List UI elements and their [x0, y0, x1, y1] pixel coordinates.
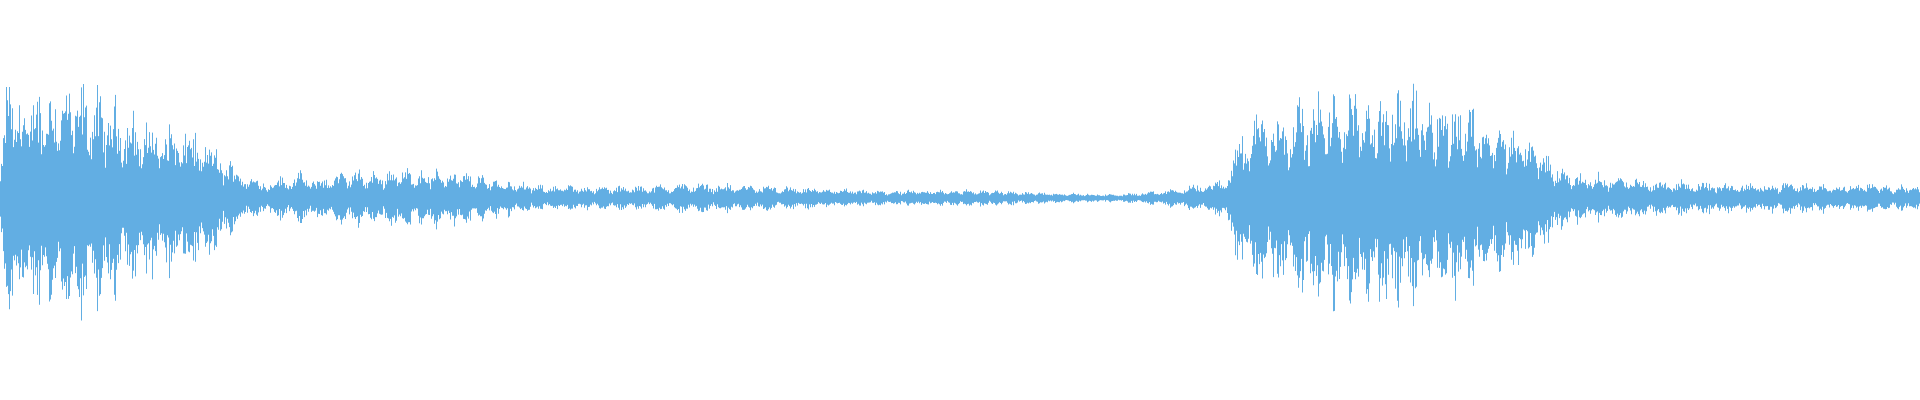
waveform-path [0, 83, 1920, 321]
waveform-bars [0, 83, 1920, 321]
